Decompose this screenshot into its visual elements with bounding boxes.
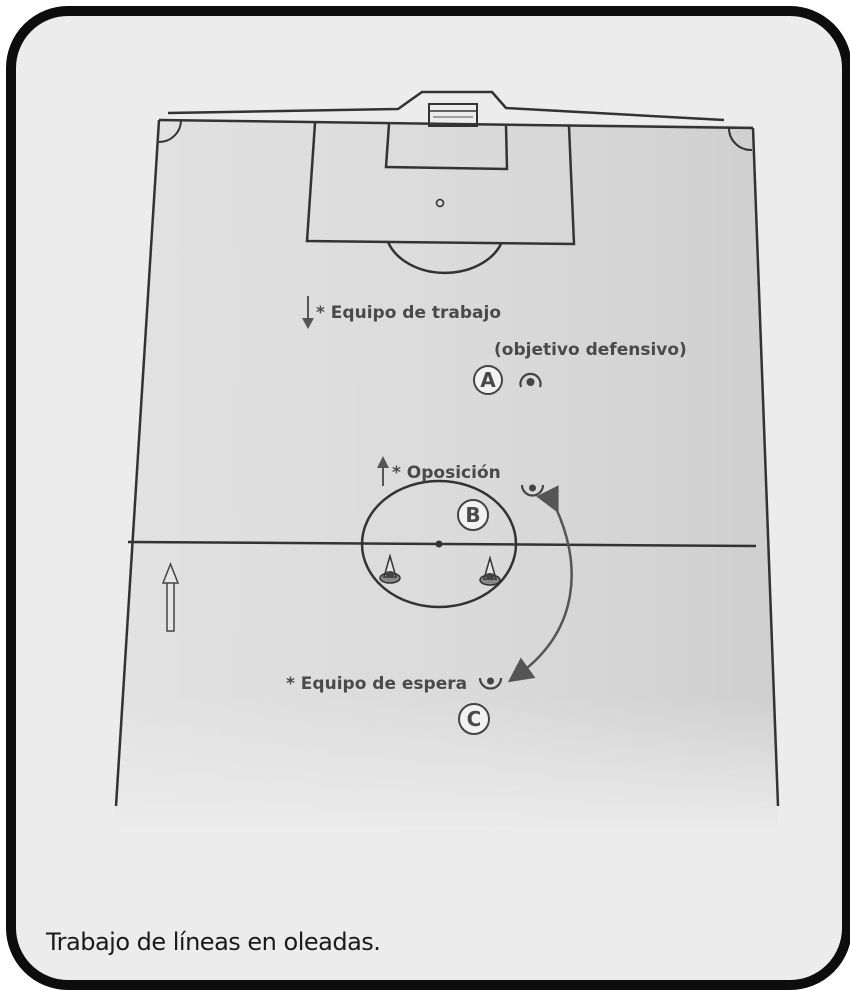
diagram-frame: * Equipo de trabajo (objetivo defensivo)… [6,6,850,990]
opposition-label: * Oposición [392,463,501,483]
working-team-label: * Equipo de trabajo [316,303,501,323]
penalty-spot [435,198,445,208]
up-arrow-icon [377,456,389,486]
goal-area [384,123,509,171]
rotation-arrow-icon [507,485,573,683]
corner-arc-right [727,126,753,152]
down-arrow-icon [302,296,314,329]
stand-line [167,90,725,122]
attack-direction-arrow-icon [161,561,180,632]
defensive-objective-label: (objetivo defensivo) [494,340,687,360]
soccer-field-diagram: * Equipo de trabajo (objetivo defensivo)… [106,90,796,836]
cone-right-icon [479,555,501,586]
field-surface [114,120,778,826]
goal [428,103,478,127]
group-a-letter: A [480,368,496,392]
player-a-icon [519,372,542,388]
figure-caption: Trabajo de líneas en oleadas. [46,928,381,956]
penalty-arc [386,241,503,275]
group-a-badge [473,365,503,395]
left-touchline [114,119,161,807]
group-c-badge [458,703,490,735]
corner-arc-left [158,120,182,144]
waiting-team-label: * Equipo de espera [286,674,467,694]
group-b-letter: B [465,503,480,527]
penalty-area [305,122,576,246]
group-c-letter: C [467,707,482,731]
right-touchline [751,127,780,807]
center-spot [435,540,443,548]
group-b-badge [457,499,489,531]
field-fade [106,696,796,836]
player-c-icon [478,677,503,690]
goal-line [158,118,754,130]
cone-left-icon [379,553,401,584]
